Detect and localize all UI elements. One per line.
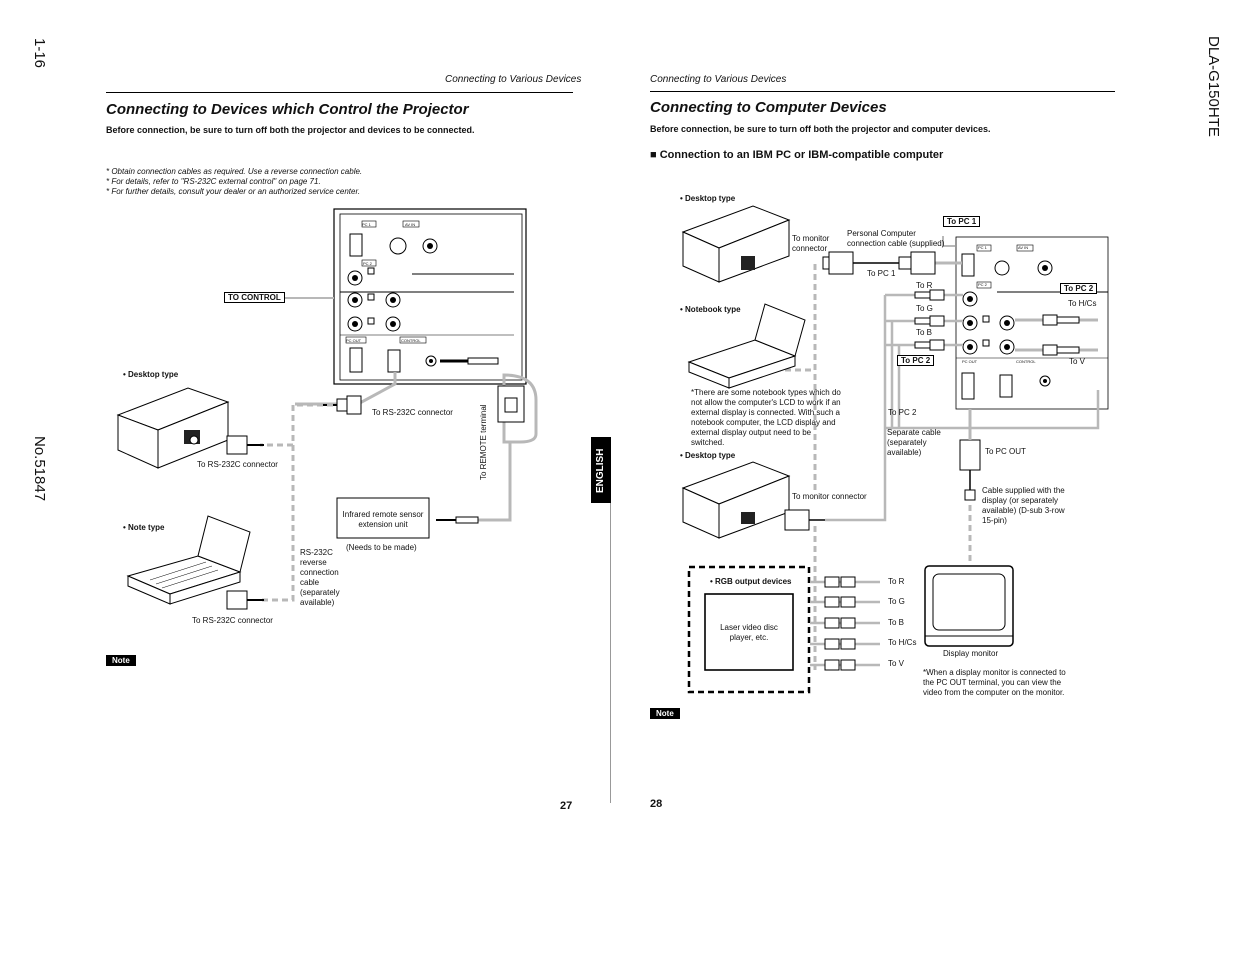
desktop-pc-bottom [681, 461, 791, 539]
ibm-pc-subheading: ■ Connection to an IBM PC or IBM-compati… [650, 149, 943, 161]
panel-label-pc2-right: PC 2 [978, 282, 987, 287]
note-type-label: • Note type [123, 523, 165, 532]
desktop-type-1-label: • Desktop type [680, 194, 736, 203]
english-tab-label: ENGLISH [595, 448, 606, 493]
ir-sensor-box [336, 497, 430, 539]
desktop-pc-left [116, 387, 230, 469]
rgb-devices-label: • RGB output devices [710, 577, 792, 586]
cable-supplied-label: Cable supplied with the display (or sepa… [982, 486, 1065, 525]
projector-rear-panel-left [333, 208, 527, 385]
to-g-label: To G [916, 304, 933, 313]
left-notes: * Obtain connection cables as required. … [106, 167, 362, 197]
computer-connection-diagram [681, 205, 1109, 694]
panel-label-pc1-left: PC 1 [362, 222, 371, 227]
rs232-label-1: To RS-232C connector [372, 408, 453, 417]
monitor-note: *When a display monitor is connected to … [923, 668, 1066, 697]
laser-disc-box [704, 593, 794, 671]
notebook-pc-right [687, 303, 806, 389]
rgb-to-g: To G [888, 597, 905, 606]
left-page-title: Connecting to Devices which Control the … [106, 101, 469, 118]
notebook-note: *There are some notebook types which do … [691, 388, 841, 447]
reverse-cable-label: RS-232C reverse connection cable (separa… [300, 548, 340, 607]
document-number: No.51847 [31, 436, 48, 502]
gutter-line [610, 503, 611, 803]
square-bullet-icon: ■ [650, 149, 657, 161]
model-number: DLA-G150HTE [1205, 36, 1222, 137]
display-monitor-label: Display monitor [943, 649, 999, 658]
to-control-label: TO CONTROL [224, 292, 285, 303]
right-note-label: Note [650, 708, 680, 719]
left-page-number: 27 [560, 800, 573, 812]
right-page-title: Connecting to Computer Devices [650, 99, 887, 116]
to-v-label: To V [1069, 357, 1086, 366]
left-note-label: Note [106, 655, 136, 666]
right-page-number: 28 [650, 798, 663, 810]
desktop-type-2-label: • Desktop type [680, 451, 736, 460]
note-line-1: * Obtain connection cables as required. … [106, 167, 363, 176]
projector-rear-panel-right [955, 236, 1109, 410]
panel-label-pc2-left: PC 2 [363, 261, 372, 266]
to-pc2-box-a: To PC 2 [1060, 283, 1098, 294]
laser-disc-label: Laser video disc player, etc. [720, 623, 778, 642]
notebook-type-label: • Notebook type [680, 305, 741, 314]
monitor-connector-1-label: To monitor connector [792, 234, 830, 253]
needs-made-label: (Needs to be made) [346, 543, 417, 552]
to-pc1-box: To PC 1 [943, 216, 981, 227]
display-monitor [924, 565, 1014, 647]
panel-label-pcout-right: PC OUT [962, 359, 978, 364]
to-pc2-label: To PC 2 [888, 408, 917, 417]
page-reference: 1-16 [31, 38, 48, 69]
note-line-3: * For further details, consult your deal… [106, 187, 361, 196]
rgb-cable-rows [810, 576, 880, 671]
english-tab [591, 437, 611, 503]
pc-cable-label: Personal Computer connection cable (supp… [847, 229, 945, 248]
to-hcs-label: To H/Cs [1068, 299, 1097, 308]
panel-label-pc1-right: PC 1 [978, 245, 987, 250]
panel-label-pcout-left: PC OUT [346, 338, 362, 343]
panel-label-control-right: CONTROL [1016, 359, 1036, 364]
rgb-to-b: To B [888, 618, 905, 627]
note-line-2: * For details, refer to "RS-232C externa… [106, 177, 321, 186]
to-b-label: To B [916, 328, 933, 337]
to-pc-out-label: To PC OUT [985, 447, 1026, 456]
right-header-rule [650, 91, 1115, 92]
to-pc1-label: To PC 1 [867, 269, 896, 278]
rgb-to-v: To V [888, 659, 905, 668]
rgb-to-hcs: To H/Cs [888, 638, 917, 647]
to-r-label: To R [916, 281, 933, 290]
ibm-pc-subheading-text: Connection to an IBM PC or IBM-compatibl… [659, 149, 944, 161]
right-subtitle: Before connection, be sure to turn off b… [650, 124, 991, 134]
ir-sensor-label: Infrared remote sensor extension unit [342, 510, 424, 529]
control-connection-diagram [116, 208, 538, 610]
panel-label-avin-left: AV IN [405, 222, 416, 227]
monitor-connector-2-label: To monitor connector [792, 492, 867, 501]
left-subtitle: Before connection, be sure to turn off b… [106, 125, 475, 135]
rs232-label-2: To RS-232C connector [197, 460, 278, 469]
rgb-device-outer-box [687, 565, 811, 694]
rgb-to-r: To R [888, 577, 905, 586]
left-section-header: Connecting to Various Devices [445, 74, 582, 85]
left-desktop-type-label: • Desktop type [123, 370, 179, 379]
right-section-header: Connecting to Various Devices [650, 74, 787, 85]
left-header-rule [106, 92, 573, 93]
notebook-pc-left [126, 515, 251, 605]
panel-label-control-left: CONTROL [401, 338, 421, 343]
rs232-label-3: To RS-232C connector [192, 616, 273, 625]
panel-label-avin-right: AV IN [1018, 245, 1029, 250]
separate-cable-label: Separate cable (separately available) [887, 428, 941, 457]
desktop-pc-top [681, 205, 791, 283]
to-pc2-box-b: To PC 2 [897, 355, 935, 366]
remote-terminal-label: To REMOTE terminal [479, 404, 488, 480]
